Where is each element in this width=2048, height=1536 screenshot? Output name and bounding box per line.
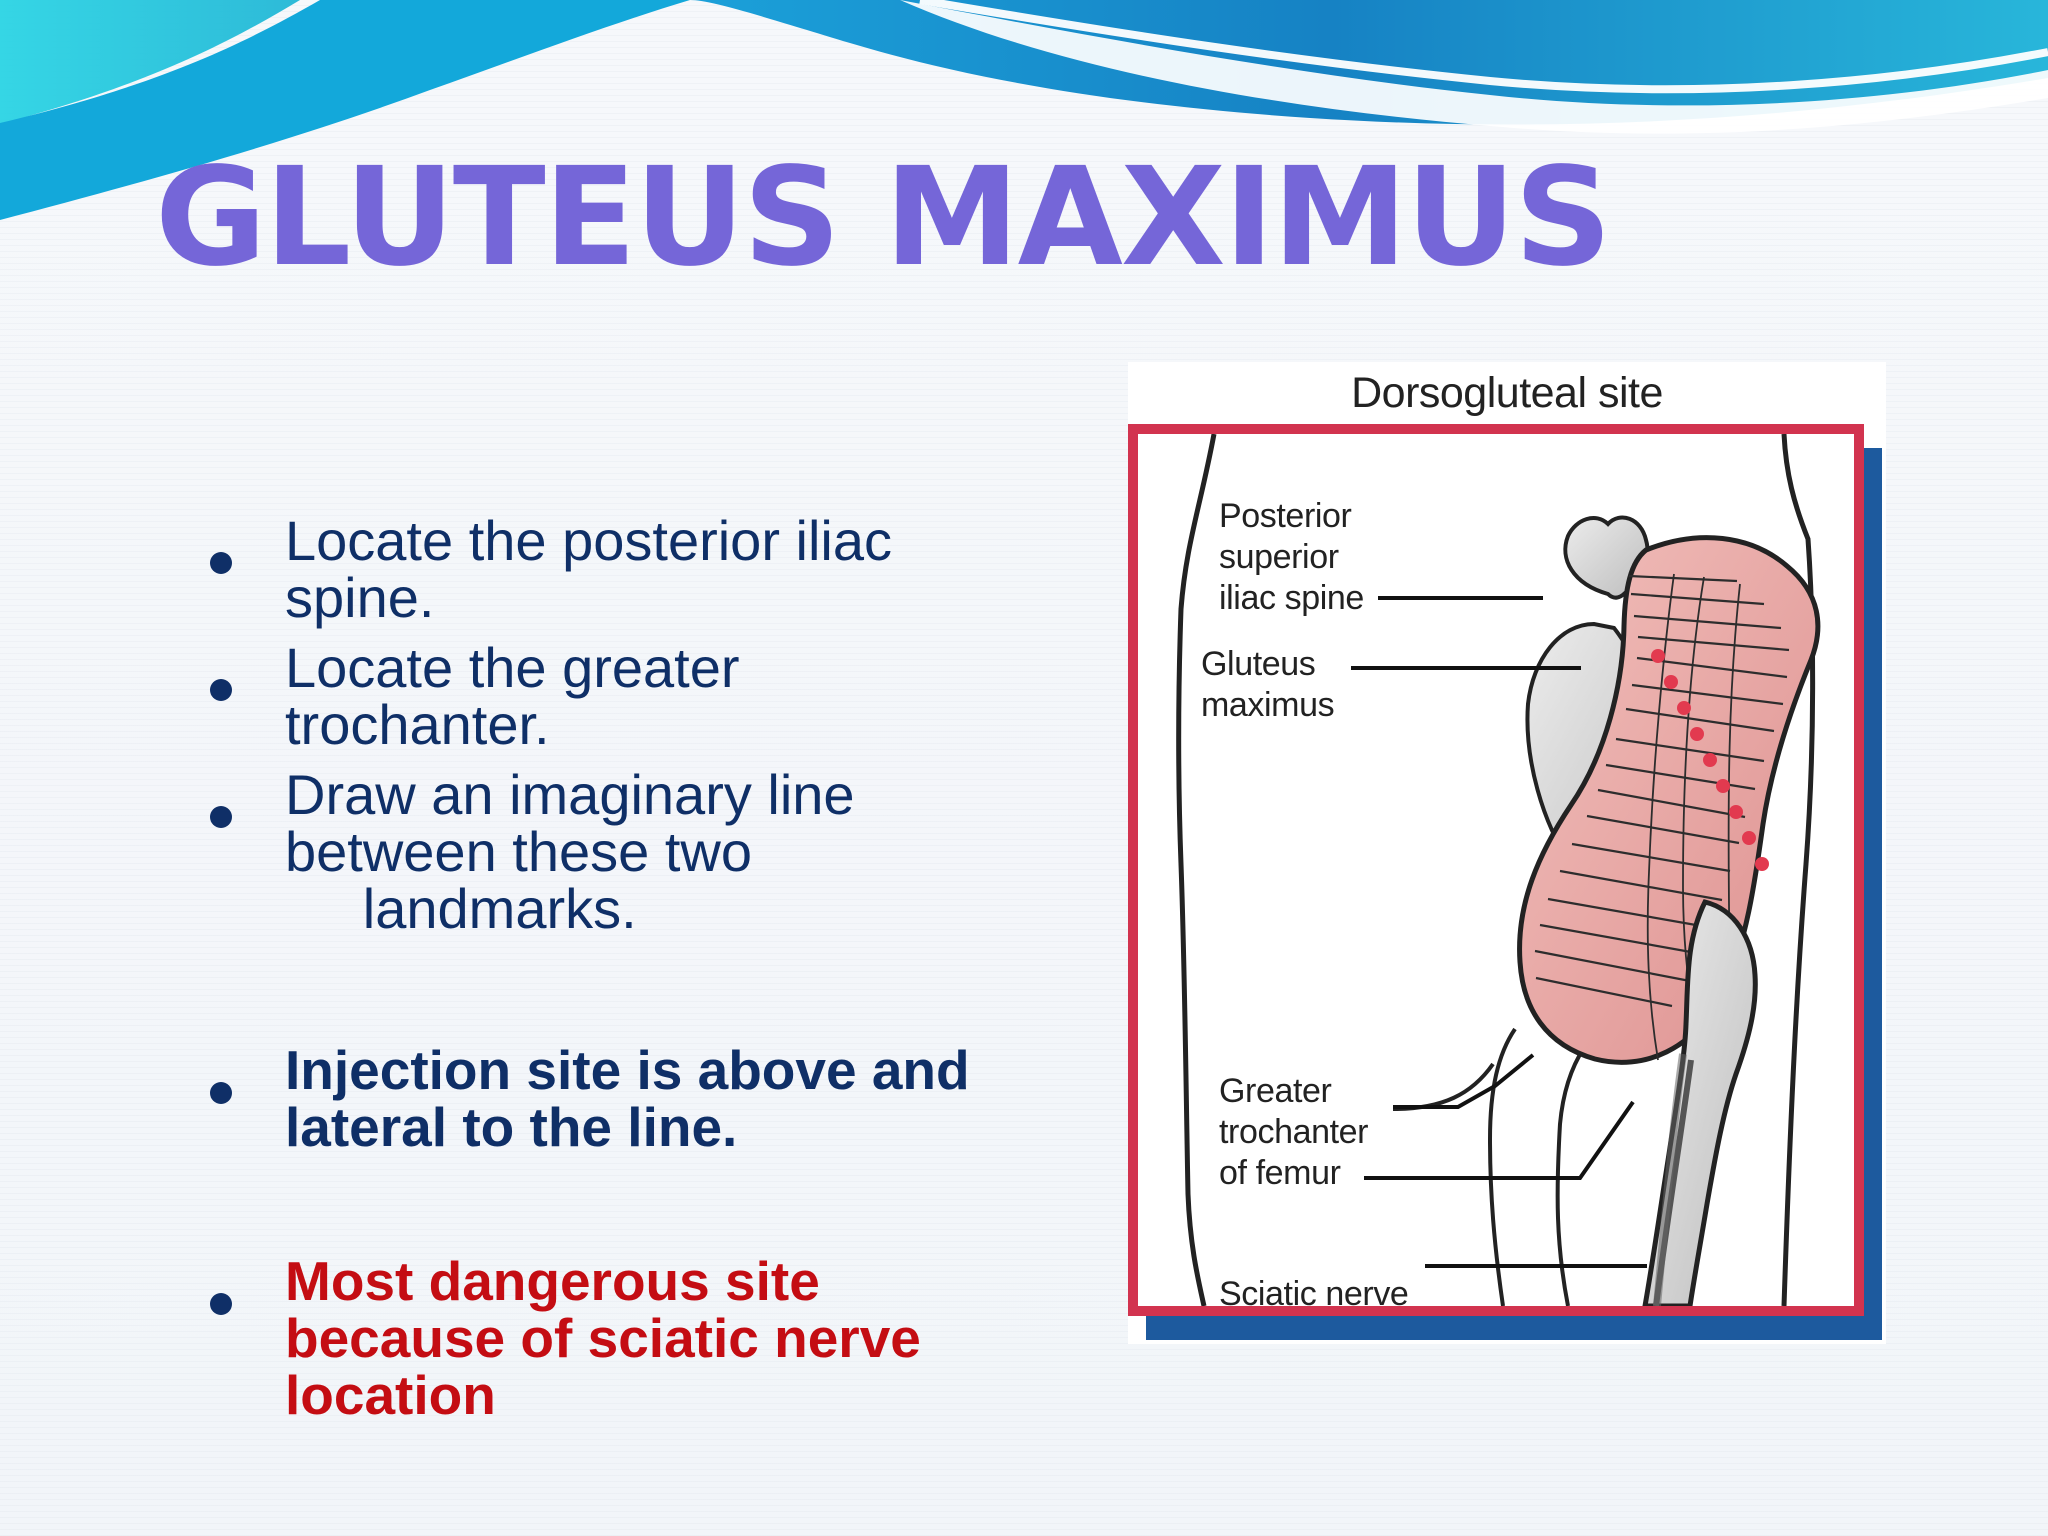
bullet-text: Locate the greater trochanter. [285,636,740,756]
bullet-item: Injection site is above and lateral to t… [205,1042,1125,1156]
bullet-text: Most dangerous site because of sciatic n… [285,1250,921,1426]
callout-greater-trochanter: Greater trochanter of femur [1219,1072,1369,1192]
bullet-marker [210,679,232,701]
bullet-marker [210,552,232,574]
bullet-item: Draw an imaginary line between these two… [205,766,1125,937]
figure-caption: Dorsogluteal site [1351,369,1663,417]
bullet-marker [210,1293,232,1315]
bullet-text: Draw an imaginary line between these two… [285,763,855,940]
callout-gluteus-maximus: Gluteus maximus [1201,645,1335,724]
callout-posterior-superior-iliac-spine: Posterior superior iliac spine [1219,497,1364,617]
bullet-text: Injection site is above and lateral to t… [285,1039,970,1158]
bullet-marker [210,806,232,828]
bullet-item: Locate the greater trochanter. [205,639,1125,753]
bullet-item: Most dangerous site because of sciatic n… [205,1253,1125,1424]
slide-title: GLUTEUS MAXIMUS [155,139,1612,297]
anatomy-figure: Dorsogluteal site [1128,362,1886,1344]
bullet-text: Locate the posterior iliac spine. [285,509,893,629]
bullet-list: Locate the posterior iliac spine. Locate… [205,512,1125,1424]
callout-sciatic-nerve: Sciatic nerve [1219,1275,1409,1313]
figure-frame: Posterior superior iliac spine Gluteus m… [1128,424,1864,1316]
bullet-item: Locate the posterior iliac spine. [205,512,1125,626]
bullet-marker [210,1082,232,1104]
dorsogluteal-illustration [1176,434,1821,1306]
